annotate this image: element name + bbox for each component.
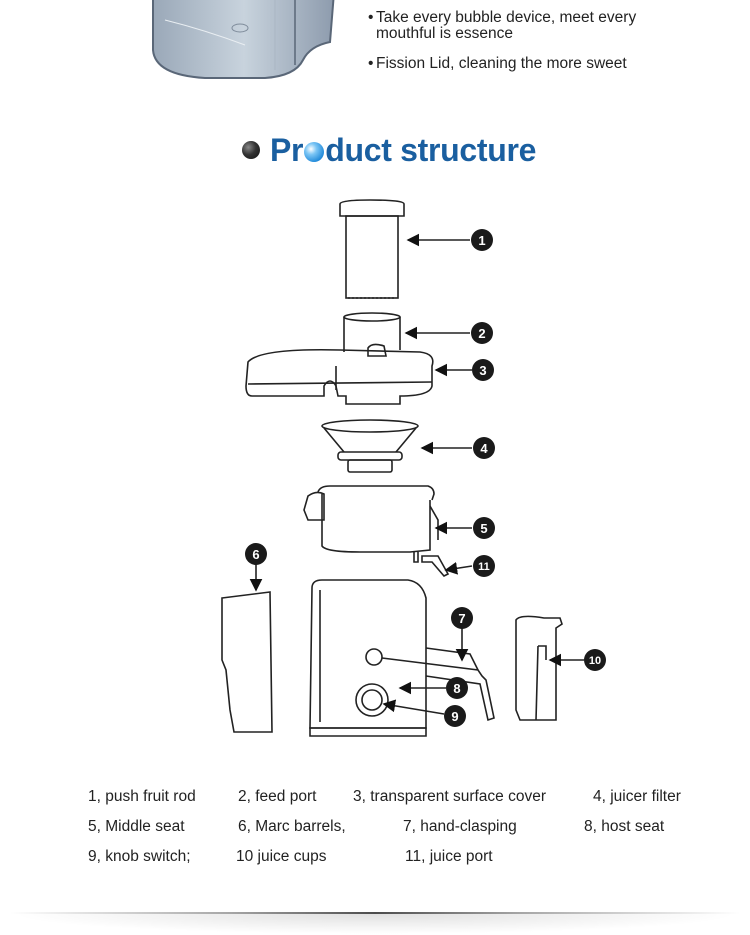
svg-text:6: 6 <box>252 547 259 562</box>
feed-port-lid-part <box>245 312 434 405</box>
callout-3: 3 <box>472 359 494 381</box>
callout-6: 6 <box>245 543 267 565</box>
legend-item: 8, host seat <box>584 818 665 835</box>
svg-text:7: 7 <box>458 611 465 626</box>
divider <box>10 912 740 914</box>
svg-text:1: 1 <box>478 233 485 248</box>
callout-11: 11 <box>473 555 495 577</box>
legend-item: 7, hand-clasping <box>403 818 517 835</box>
feature-text: Take every bubble device, meet every <box>376 9 637 26</box>
callout-4: 4 <box>473 437 495 459</box>
legend-item: 11, juice port <box>405 848 493 865</box>
bullet-icon: • <box>368 55 374 72</box>
heading-bullet-icon <box>242 141 260 159</box>
divider-shadow <box>10 914 740 934</box>
callout-5: 5 <box>473 517 495 539</box>
callout-2: 2 <box>471 322 493 344</box>
legend-item: 5, Middle seat <box>88 818 185 835</box>
legend-item: 9, knob switch; <box>88 848 191 865</box>
feature-text: Fission Lid, cleaning the more sweet <box>376 55 627 72</box>
blue-ball-icon <box>304 141 325 162</box>
juicer-filter-part <box>321 419 419 473</box>
feature-list: • Take every bubble device, meet every m… <box>368 10 636 86</box>
callout-1: 1 <box>471 229 493 251</box>
host-seat-part <box>309 579 495 737</box>
callout-10: 10 <box>584 649 606 671</box>
legend-item: 3, transparent surface cover <box>353 788 546 805</box>
feature-item: • Take every bubble device, meet every m… <box>368 10 636 42</box>
bullet-icon: • <box>368 9 374 26</box>
product-structure-diagram: 1 2 3 4 5 6 7 8 9 10 11 <box>221 199 606 737</box>
feature-text-continued: mouthful is essence <box>376 25 513 42</box>
svg-text:9: 9 <box>451 709 458 724</box>
svg-text:4: 4 <box>480 441 488 456</box>
marc-barrel-part <box>221 591 273 733</box>
middle-seat-part <box>303 485 450 577</box>
callout-7: 7 <box>451 607 473 629</box>
legend-item: 2, feed port <box>238 788 317 805</box>
legend-item: 4, juicer filter <box>593 788 681 805</box>
svg-text:8: 8 <box>453 681 460 696</box>
callout-9: 9 <box>444 705 466 727</box>
juice-jug-image <box>152 0 335 79</box>
feature-item: • Fission Lid, cleaning the more sweet <box>368 56 636 72</box>
svg-text:5: 5 <box>480 521 487 536</box>
svg-text:11: 11 <box>478 561 490 573</box>
svg-text:3: 3 <box>479 363 486 378</box>
legend-item: 1, push fruit rod <box>88 788 196 805</box>
svg-text:2: 2 <box>478 326 485 341</box>
juice-cup-part <box>515 615 563 721</box>
svg-text:10: 10 <box>589 655 601 667</box>
legend-item: 6, Marc barrels, <box>238 818 346 835</box>
legend-item: 10 juice cups <box>236 848 327 865</box>
callout-8: 8 <box>446 677 468 699</box>
push-fruit-rod-part <box>339 199 405 299</box>
